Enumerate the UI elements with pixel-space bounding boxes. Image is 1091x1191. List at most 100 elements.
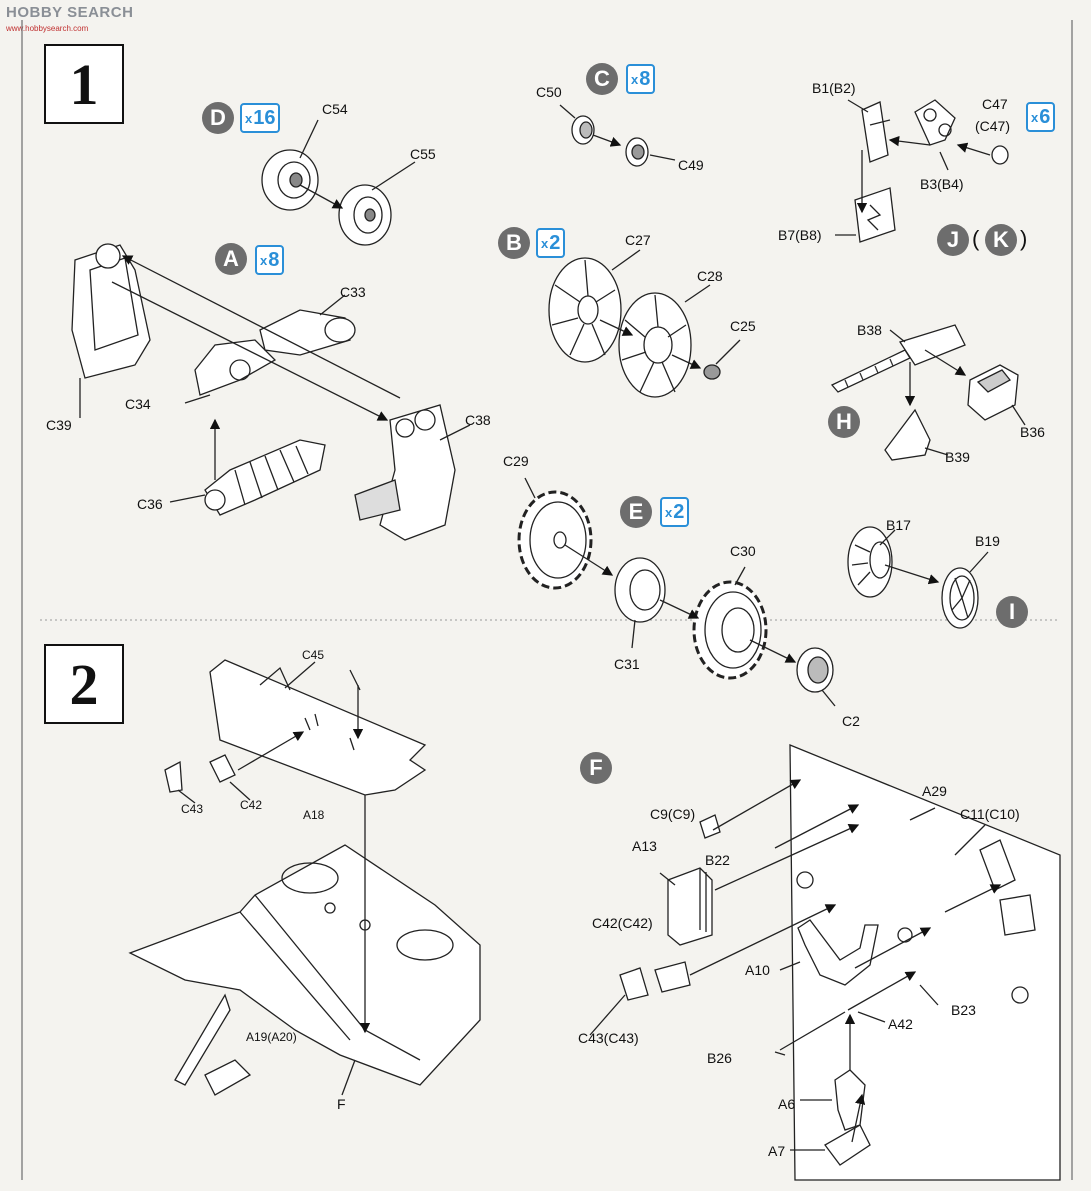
- swing-arm-c39: [71, 243, 151, 379]
- pedal-a7: [824, 1124, 871, 1166]
- part-label-c54: C54: [322, 101, 348, 117]
- group-badge-f: F: [580, 752, 612, 784]
- hull: [128, 844, 481, 1096]
- group-badge-k: K: [985, 224, 1017, 256]
- part-label-c31: C31: [614, 656, 640, 672]
- part-label-c47-alt: (C47): [975, 118, 1011, 134]
- part-label-b22: B22: [705, 852, 730, 868]
- part-label-a7: A7: [768, 1143, 786, 1159]
- bump-stop-c34: [194, 339, 277, 396]
- part-label-c9: C9(C9): [650, 806, 696, 822]
- shock-absorber-c36: [204, 439, 326, 516]
- part-label-c11: C11(C10): [960, 806, 1020, 822]
- watermark: HOBBY SEARCH: [6, 4, 134, 21]
- part-label-b17: B17: [886, 517, 911, 533]
- part-label-c55: C55: [410, 146, 436, 162]
- wheel-b19: [941, 567, 979, 629]
- quantity-value: 16: [253, 106, 276, 129]
- part-label-a19: A19(A20): [246, 1030, 297, 1044]
- bracket-c38: [354, 404, 456, 541]
- part-label-c29: C29: [503, 453, 529, 469]
- group-badge-j: J: [937, 224, 969, 256]
- part-label-b23: B23: [951, 1002, 976, 1018]
- part-label-b36: B36: [1020, 424, 1045, 440]
- part-label-c43-c43: C43(C43): [578, 1030, 639, 1046]
- paren-open: (: [972, 226, 980, 251]
- part-label-c42: C42: [240, 798, 263, 812]
- part-label-b38: B38: [857, 322, 882, 338]
- part-label-c49: C49: [678, 157, 704, 173]
- panel-a18: [209, 659, 427, 796]
- mount-b36: [967, 364, 1019, 421]
- road-wheel-c55: [338, 184, 392, 246]
- part-label-c30: C30: [730, 543, 756, 559]
- sprocket-ring-c31: [614, 557, 666, 623]
- group-badge-e: E: [620, 496, 652, 528]
- part-label-c47: C47: [982, 96, 1008, 112]
- box-a13: [667, 867, 713, 946]
- bracket-b3: [914, 99, 956, 146]
- group-badge-i: I: [996, 596, 1028, 628]
- sprocket-c30: [692, 580, 768, 680]
- part-label-b1: B1(B2): [812, 80, 856, 96]
- group-badge-d: D: [202, 102, 234, 134]
- quantity-value: 2: [673, 500, 685, 523]
- arm-c33: [259, 309, 356, 356]
- watermark-url: www.hobbysearch.com: [6, 24, 89, 33]
- part-label-f: F: [337, 1096, 346, 1112]
- quantity-value: 6: [1039, 105, 1051, 128]
- quantity-value: 2: [549, 231, 561, 254]
- part-label-c45: C45: [302, 648, 325, 662]
- part-label-a18: A18: [303, 808, 325, 822]
- part-label-a42: A42: [888, 1016, 913, 1032]
- wheel-b17: [847, 526, 893, 598]
- quantity-value: 8: [268, 248, 280, 271]
- part-label-c27: C27: [625, 232, 651, 248]
- part-label-c36: C36: [137, 496, 163, 512]
- part-label-c34: C34: [125, 396, 151, 412]
- bracket-b1: [861, 101, 891, 163]
- group-badge-h: H: [828, 406, 860, 438]
- part-label-c42-c42: C42(C42): [592, 915, 653, 931]
- part-label-c39: C39: [46, 417, 72, 433]
- part-label-c2: C2: [842, 713, 860, 729]
- step-2-number: 2: [44, 644, 124, 724]
- group-badge-a: A: [215, 243, 247, 275]
- group-badge-c: C: [586, 63, 618, 95]
- part-label-a29: A29: [922, 783, 947, 799]
- part-label-c43: C43: [181, 802, 204, 816]
- group-badge-b: B: [498, 227, 530, 259]
- part-label-c28: C28: [697, 268, 723, 284]
- part-label-c38: C38: [465, 412, 491, 428]
- part-label-a13: A13: [632, 838, 657, 854]
- hub-cap-c2: [796, 647, 834, 693]
- part-label-a6: A6: [778, 1096, 796, 1112]
- part-label-a10: A10: [745, 962, 770, 978]
- mount-b39: [884, 408, 931, 461]
- part-label-b3: B3(B4): [920, 176, 964, 192]
- lever-a10: [797, 919, 879, 986]
- idler-wheel-c28: [618, 292, 692, 398]
- part-label-b7: B7(B8): [778, 227, 822, 243]
- sprocket-c29: [517, 490, 593, 590]
- panel-a29: [789, 744, 1061, 1181]
- part-label-b19: B19: [975, 533, 1000, 549]
- part-label-c50: C50: [536, 84, 562, 100]
- road-wheel-c54: [261, 149, 319, 211]
- machine-gun-b38: [830, 324, 966, 393]
- bracket-b7: [854, 187, 896, 243]
- step-1-number: 1: [44, 44, 124, 124]
- part-label-c25: C25: [730, 318, 756, 334]
- part-label-c33: C33: [340, 284, 366, 300]
- part-label-b39: B39: [945, 449, 970, 465]
- quantity-value: 8: [639, 67, 651, 90]
- part-label-b26: B26: [707, 1050, 732, 1066]
